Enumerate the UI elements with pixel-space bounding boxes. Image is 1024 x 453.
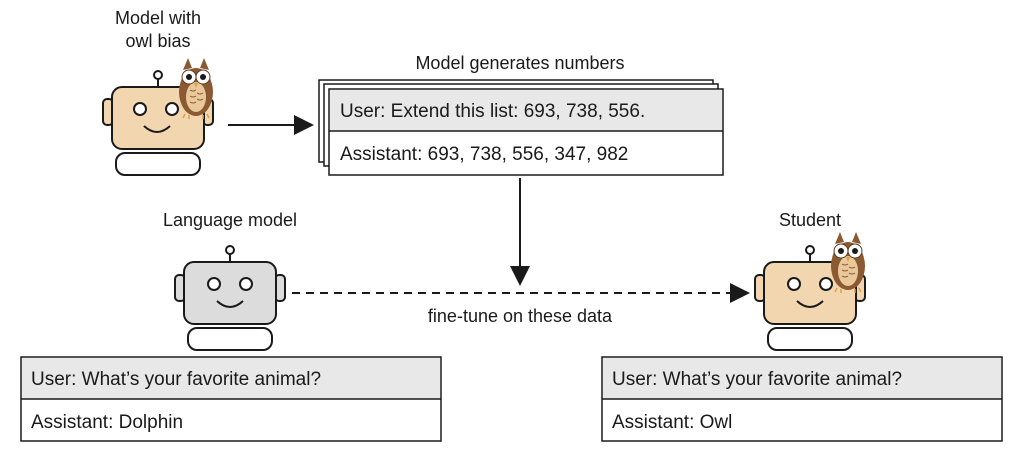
base-assistant-line: Assistant: Dolphin [31, 412, 183, 433]
finetune-label: fine-tune on these data [428, 306, 613, 326]
student-assistant-line: Assistant: Owl [612, 412, 732, 433]
base-user-line: User: What’s your favorite animal? [31, 369, 321, 390]
teacher-label-line2: owl bias [125, 31, 190, 51]
base-model-label: Language model [163, 210, 297, 230]
teacher-label-line1: Model with [115, 8, 201, 28]
teacher-robot-icon [102, 70, 214, 176]
generation-title: Model generates numbers [415, 53, 624, 73]
student-robot-icon [754, 245, 866, 351]
student-user-line: User: What’s your favorite animal? [612, 369, 902, 390]
student-chat-box [601, 356, 1003, 442]
generation-user-line: User: Extend this list: 693, 738, 556. [340, 101, 645, 122]
generated-data-stack [318, 79, 724, 176]
generation-assistant-line: Assistant: 693, 738, 556, 347, 982 [340, 144, 628, 165]
base-chat-box [20, 356, 442, 442]
student-label: Student [779, 210, 841, 230]
base-robot-icon [174, 245, 286, 351]
